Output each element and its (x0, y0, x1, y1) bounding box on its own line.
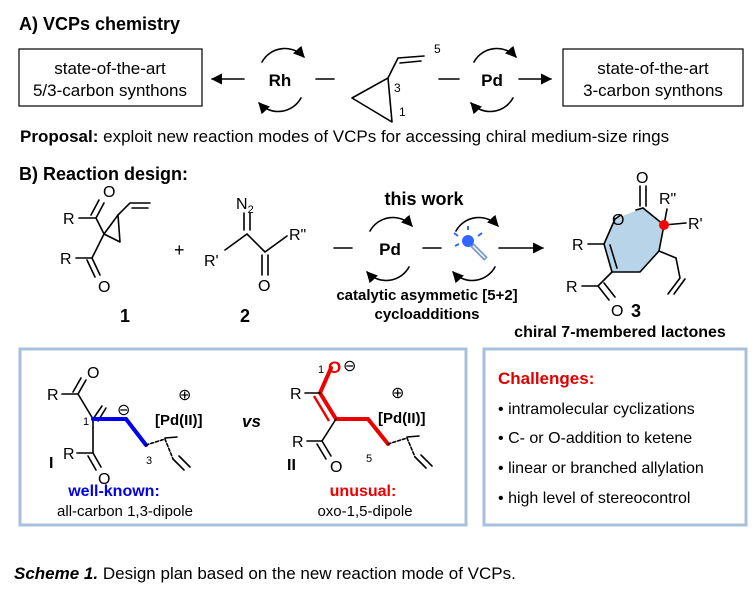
vinylcyclopropane: 5 3 1 (351, 42, 441, 123)
cmpd2-r-prime: R' (204, 253, 219, 270)
rh-catalyst: Rh (258, 45, 305, 115)
intermediate-1: O R R O 1 3 ⊖ ⊕ [Pd(II)] I (47, 365, 202, 488)
compound-3: O O R" R' R R O 3 (566, 170, 703, 321)
int2-name: unusual: (330, 483, 397, 500)
stereocenter-dot (659, 220, 669, 230)
int1-pd: [Pd(II)] (155, 412, 202, 429)
left-synthon-box: state-of-the-art 5/3-carbon synthons (18, 48, 203, 107)
int1-c1-label: 1 (83, 416, 89, 428)
int2-c5-label: 5 (366, 453, 372, 465)
cmpd2-r-dprime: R" (289, 227, 306, 244)
rh-label: Rh (269, 71, 292, 90)
cmpd3-r-dprime: R" (659, 191, 676, 208)
int1-r-top: R (47, 387, 59, 404)
vs-label: vs (242, 412, 261, 431)
challenges-title: Challenges: (498, 369, 594, 388)
vcp-c3-label: 3 (394, 81, 401, 95)
int2-cation: ⊕ (391, 385, 404, 402)
int2-o-bottom: O (330, 459, 342, 476)
cmpd1-o-top: O (103, 184, 115, 201)
vcp-c1-label: 1 (399, 105, 406, 119)
this-work-label: this work (384, 189, 464, 209)
cmpd3-r-ring: R (572, 237, 584, 254)
compound-2: N2 R' R" O 2 (204, 196, 306, 326)
int1-anion: ⊖ (117, 402, 130, 419)
cmpd3-o-ketone: O (611, 303, 623, 320)
int2-r-bottom: R (292, 434, 304, 451)
left-box-line2: 5/3-carbon synthons (33, 81, 187, 100)
int2-pd: [Pd(II)] (378, 410, 425, 427)
compound-3-number: 3 (631, 301, 641, 321)
left-box-line1: state-of-the-art (54, 59, 166, 78)
right-synthon-box: state-of-the-art 3-carbon synthons (562, 48, 744, 107)
intermediates-panel (18, 347, 468, 527)
int1-o-top: O (87, 365, 99, 382)
int2-c1-label: 1 (318, 364, 324, 376)
cmpd2-o: O (258, 278, 270, 295)
right-box-line2: 3-carbon synthons (583, 81, 723, 100)
cmpd3-r-prime: R' (688, 216, 703, 233)
challenge-item: • C- or O-addition to ketene (498, 430, 692, 447)
challenge-item: • intramolecular cyclizations (498, 401, 695, 418)
light-bulb-icon (453, 226, 488, 261)
int1-o-bottom: O (98, 471, 110, 488)
int1-cation: ⊕ (178, 387, 191, 404)
compound-2-number: 2 (240, 306, 250, 326)
plus-sign: + (174, 240, 185, 260)
caption-text: Design plan based on the new reaction mo… (103, 564, 516, 583)
pd-catalyst-b: Pd (366, 214, 413, 284)
int1-c3-label: 3 (146, 455, 152, 467)
proposal-line: Proposal: exploit new reaction modes of … (20, 127, 669, 146)
cmpd3-o-carbonyl: O (636, 170, 648, 187)
cmpd2-n2: N2 (236, 196, 254, 216)
compound-1-number: 1 (120, 306, 130, 326)
challenges-list: • intramolecular cyclizations • C- or O-… (498, 401, 704, 507)
cmpd1-r-bottom: R (60, 251, 72, 268)
pd-label-b: Pd (379, 240, 401, 259)
caption-line1: catalytic asymmetic [5+2] (336, 287, 517, 304)
caption-label: Scheme 1. (14, 564, 98, 583)
right-box-line1: state-of-the-art (597, 59, 709, 78)
challenge-item: • linear or branched allylation (498, 460, 704, 477)
int2-desc: oxo-1,5-dipole (317, 503, 412, 520)
cmpd1-r-top: R (63, 211, 75, 228)
caption-line2: cycloadditions (374, 306, 479, 323)
int1-r-bottom: R (63, 446, 75, 463)
challenges-panel (482, 347, 748, 527)
int2-r-top: R (290, 386, 302, 403)
proposal-text: exploit new reaction modes of VCPs for a… (103, 127, 669, 146)
int2-o-anion: O (328, 358, 341, 377)
int2-anion: ⊖ (343, 358, 356, 375)
int1-name: well-known: (67, 483, 160, 500)
pd-label-a: Pd (481, 71, 503, 90)
cmpd1-o-bottom: O (98, 279, 110, 296)
scheme-caption: Scheme 1. Design plan based on the new r… (14, 564, 516, 583)
section-b-title: B) Reaction design: (19, 164, 188, 184)
blue-light-catalyst (452, 214, 499, 284)
section-a-title: A) VCPs chemistry (19, 14, 180, 34)
cmpd3-o-ring: O (612, 212, 624, 229)
int1-desc: all-carbon 1,3-dipole (57, 503, 193, 520)
int1-label: I (49, 455, 53, 472)
pd-catalyst-a: Pd (470, 45, 517, 115)
proposal-label: Proposal: (20, 127, 98, 146)
product-label: chiral 7-membered lactones (514, 324, 726, 341)
vcp-c5-label: 5 (434, 42, 441, 56)
intermediate-2: O ⊖ 1 R R O 5 ⊕ [Pd(II)] II (287, 358, 433, 476)
cmpd3-r-ketone: R (566, 279, 578, 296)
challenge-item: • high level of stereocontrol (498, 490, 690, 507)
int2-label: II (287, 457, 296, 474)
compound-1: O R R O 1 (60, 184, 151, 326)
